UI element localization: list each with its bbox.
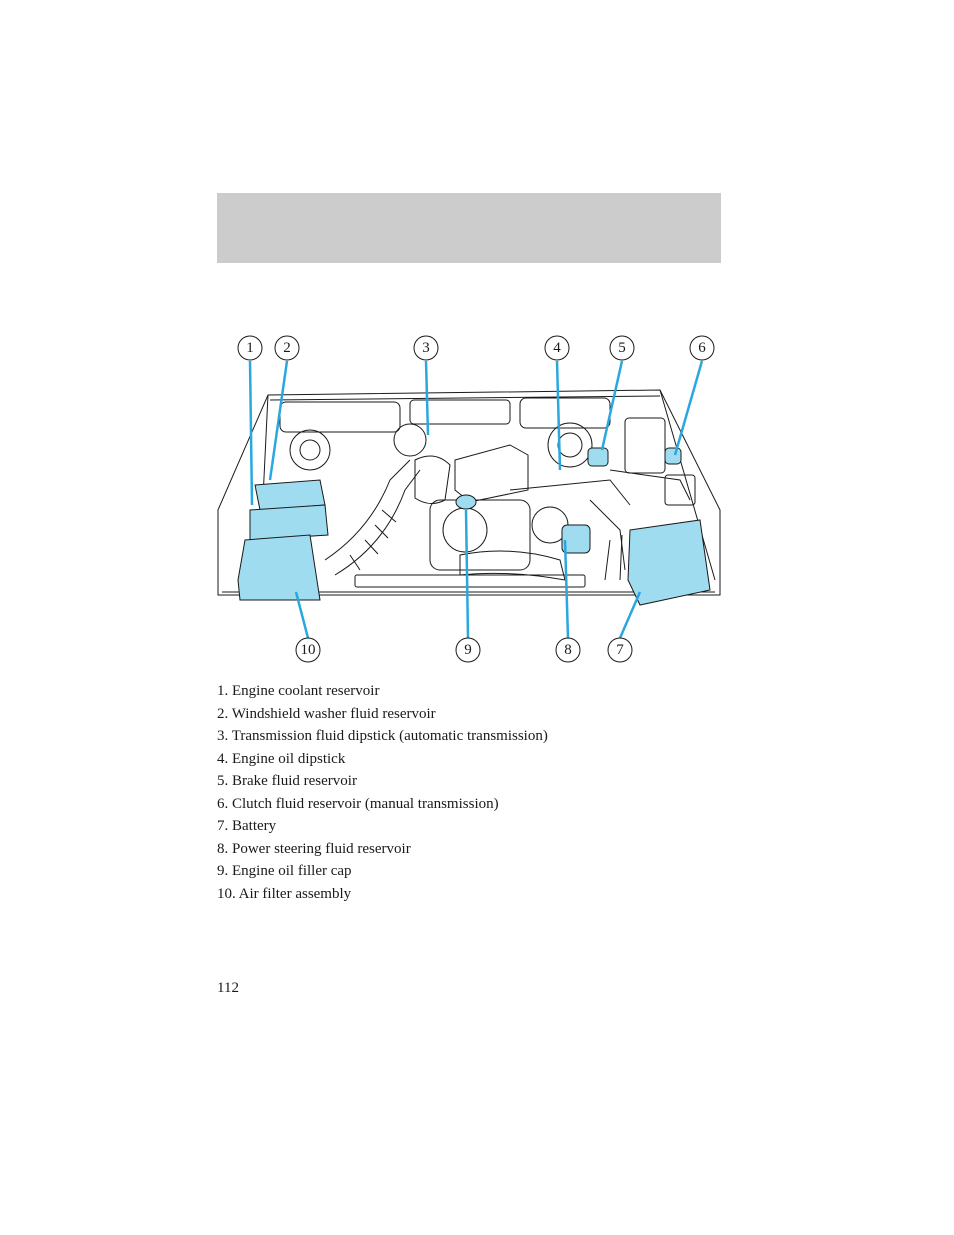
legend-item: 6. Clutch fluid reservoir (manual transm… [217,795,499,812]
callout-8 [555,637,581,663]
legend-item: 7. Battery [217,818,277,834]
callout-2 [274,335,300,361]
power-steering-reservoir [561,524,591,554]
callout-10 [295,637,321,663]
legend-item: 2. Windshield washer fluid reservoir [217,705,436,722]
battery [627,519,711,606]
page-number: 112 [217,980,239,996]
engine-compartment-diagram: 1 2 3 4 5 6 7 8 9 10 [217,335,721,663]
component-legend: 1. Engine coolant reservoir 2. Windshiel… [217,680,548,905]
callout-4 [544,335,570,361]
callout-label-4: 4 [553,340,561,356]
legend-item: 4. Engine oil dipstick [217,750,346,767]
washer-fluid-reservoir [249,504,329,541]
legend-item: 1. Engine coolant reservoir [217,683,380,699]
clutch-fluid-reservoir [664,447,682,465]
callout-6 [689,335,715,361]
callout-label-8: 8 [564,642,572,658]
legend-item: 5. Brake fluid reservoir [217,773,357,789]
callout-label-1: 1 [246,340,254,356]
callout-7 [607,637,633,663]
callout-label-6: 6 [698,340,706,356]
legend-item: 3. Transmission fluid dipstick (automati… [217,728,548,744]
callout-label-5: 5 [618,340,626,356]
air-filter-housing [237,534,321,601]
callout-label-3: 3 [422,340,430,356]
callout-5 [609,335,635,361]
oil-filler-cap [455,494,477,510]
callout-1 [237,335,263,361]
callout-label-10: 10 [301,642,316,658]
callout-3 [413,335,439,361]
legend-item: 10. Air filter assembly [217,885,352,902]
callout-label-2: 2 [283,340,291,356]
section-header-band [217,193,721,263]
legend-item: 9. Engine oil filler cap [217,863,352,879]
callout-9 [455,637,481,663]
callout-label-9: 9 [464,642,472,658]
brake-fluid-reservoir [587,447,609,467]
callout-label-7: 7 [616,642,624,658]
legend-item: 8. Power steering fluid reservoir [217,840,411,857]
